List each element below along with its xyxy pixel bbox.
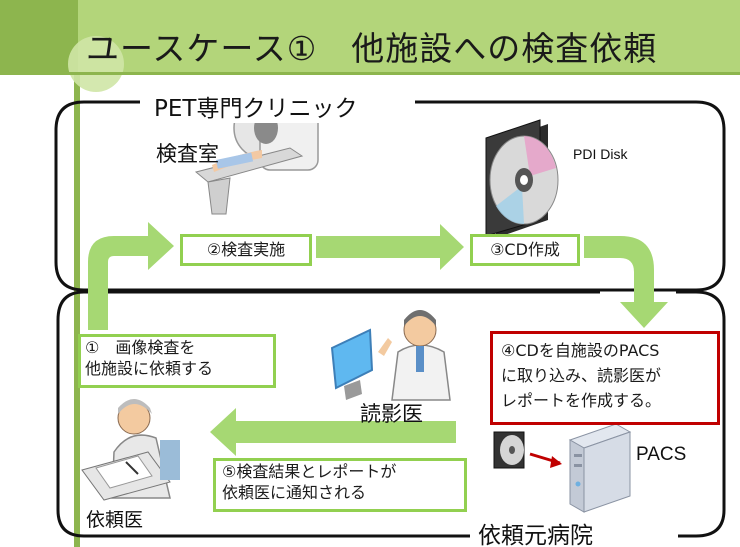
pdi-disk-icon <box>485 119 559 238</box>
step1-line2: 他施設に依頼する <box>85 359 214 378</box>
header-circle-decoration <box>68 36 124 92</box>
step4-box: ④CDを自施設のPACS に取り込み、読影医が レポートを作成する。 <box>490 331 720 425</box>
exam-room-label: 検査室 <box>156 142 219 166</box>
page-title: ユースケース① 他施設への検査依頼 <box>86 29 658 68</box>
radiologist-figure-icon <box>330 310 451 401</box>
arrow-step4-to-step5 <box>210 408 456 456</box>
step4-line2: に取り込み、読影医が <box>501 366 662 385</box>
step3-box: ③CD作成 <box>470 234 580 266</box>
step2-label: ②検査実施 <box>206 240 286 259</box>
step5-box: ⑤検査結果とレポートが 依頼医に通知される <box>213 458 467 512</box>
pacs-server-icon <box>568 423 632 513</box>
arrow-step2-to-step3 <box>316 224 464 270</box>
cd-to-pacs-arrowhead <box>550 456 562 468</box>
arrow-step3-to-step4 <box>584 236 668 328</box>
pacs-cd-icon <box>493 431 525 469</box>
arrow-step1-to-step2 <box>88 222 174 330</box>
step1-box: ① 画像検査を 他施設に依頼する <box>78 334 276 388</box>
header-corner-block <box>0 0 78 72</box>
step4-line1: ④CDを自施設のPACS <box>501 341 660 360</box>
step5-line2: 依頼医に通知される <box>222 483 367 502</box>
left-margin <box>0 0 78 547</box>
header-underline <box>0 72 740 75</box>
pacs-label: PACS <box>636 444 687 465</box>
pdi-disk-label: PDI Disk <box>573 146 628 162</box>
requesting-doctor-icon <box>81 399 180 501</box>
step3-label: ③CD作成 <box>490 240 560 259</box>
radiologist-label: 読影医 <box>360 402 423 426</box>
requesting-doctor-label: 依頼医 <box>86 509 144 531</box>
clinic-frame <box>54 100 726 292</box>
step4-line3: レポートを作成する。 <box>501 391 662 410</box>
left-accent-strip <box>74 60 80 547</box>
step1-line1: ① 画像検査を <box>85 338 196 357</box>
hospital-frame <box>56 290 726 538</box>
step2-box: ②検査実施 <box>180 234 312 266</box>
hospital-label: 依頼元病院 <box>474 516 597 547</box>
clinic-label: PET専門クリニック <box>148 89 364 123</box>
step5-line1: ⑤検査結果とレポートが <box>222 462 397 481</box>
